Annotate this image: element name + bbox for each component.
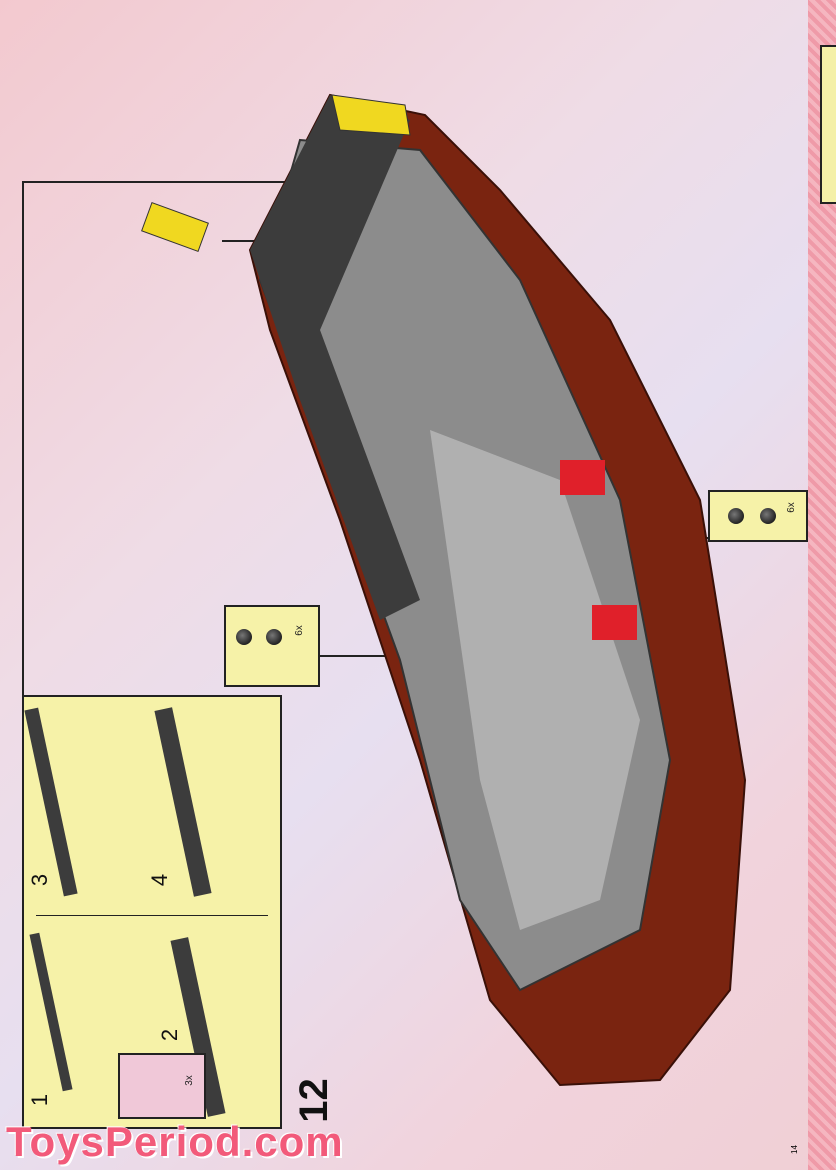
callout-right-studs: 6x	[708, 490, 808, 542]
deck-light	[430, 430, 640, 930]
watermark: ToysPeriod.com	[6, 1118, 344, 1165]
plate-assembly	[154, 707, 212, 897]
round-stud-icon	[236, 629, 252, 645]
arrow-left-studs	[318, 655, 388, 657]
connector-line	[22, 181, 24, 696]
substep-number: 3	[27, 873, 53, 887]
round-stud-icon	[266, 629, 282, 645]
quantity-label: 3x	[183, 1075, 195, 1086]
red-hatch	[592, 605, 637, 640]
next-page-callout	[820, 45, 836, 204]
callout-left-studs: 6x	[224, 605, 320, 687]
quantity-label: 6x	[785, 502, 797, 513]
plate-assembly	[24, 707, 78, 897]
quantity-label: 6x	[293, 625, 305, 636]
substep-number: 2	[157, 1028, 183, 1042]
round-stud-icon	[728, 508, 744, 524]
arrow-yellow-slope	[222, 240, 262, 242]
gunwale-dark	[250, 95, 420, 620]
page-number: 14	[789, 1145, 799, 1154]
yellow-bow	[331, 94, 411, 136]
red-hatch	[560, 460, 605, 495]
parts-box: 3x	[118, 1053, 206, 1119]
plate	[29, 932, 73, 1092]
connector-line	[22, 181, 287, 183]
divider	[36, 915, 268, 916]
substep-panel: 1 2 3 4 3x	[22, 695, 282, 1129]
round-stud-icon	[760, 508, 776, 524]
substep-number: 4	[147, 873, 173, 887]
step-number: 12	[291, 1078, 336, 1123]
yellow-slope-part	[141, 202, 209, 252]
substep-number: 1	[27, 1093, 53, 1107]
